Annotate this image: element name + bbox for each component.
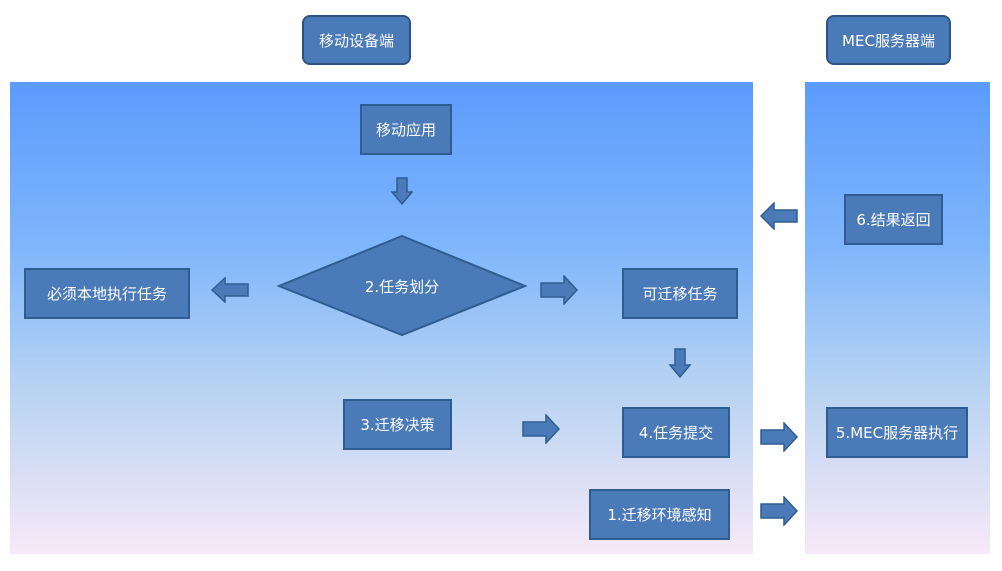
arrow-left-result-icon [760, 202, 798, 230]
task-submit-box: 4.任务提交 [622, 407, 730, 458]
offload-decision-box: 3.迁移决策 [343, 399, 452, 450]
arrow-down-app-icon [391, 177, 413, 205]
env-sensing-box: 1.迁移环境感知 [589, 489, 730, 540]
arrow-left-local-icon [211, 277, 249, 303]
arrow-right-offload-icon [540, 275, 578, 305]
arrow-down-offload-icon [669, 348, 691, 378]
mec-server-panel [805, 82, 990, 554]
mobile-device-header: 移动设备端 [302, 15, 411, 65]
mec-server-header: MEC服务器端 [826, 15, 951, 65]
mec-execute-box: 5.MEC服务器执行 [826, 407, 968, 458]
arrow-right-sensing-icon [760, 496, 798, 526]
arrow-right-submit-icon [760, 422, 798, 452]
task-partition-diamond [276, 234, 528, 337]
arrow-right-decision-icon [522, 414, 560, 444]
task-partition-label: 2.任务划分 [364, 277, 440, 296]
local-task-box: 必须本地执行任务 [24, 268, 190, 319]
mobile-app-box: 移动应用 [360, 104, 452, 155]
result-return-box: 6.结果返回 [844, 194, 943, 245]
offloadable-task-box: 可迁移任务 [622, 268, 738, 319]
